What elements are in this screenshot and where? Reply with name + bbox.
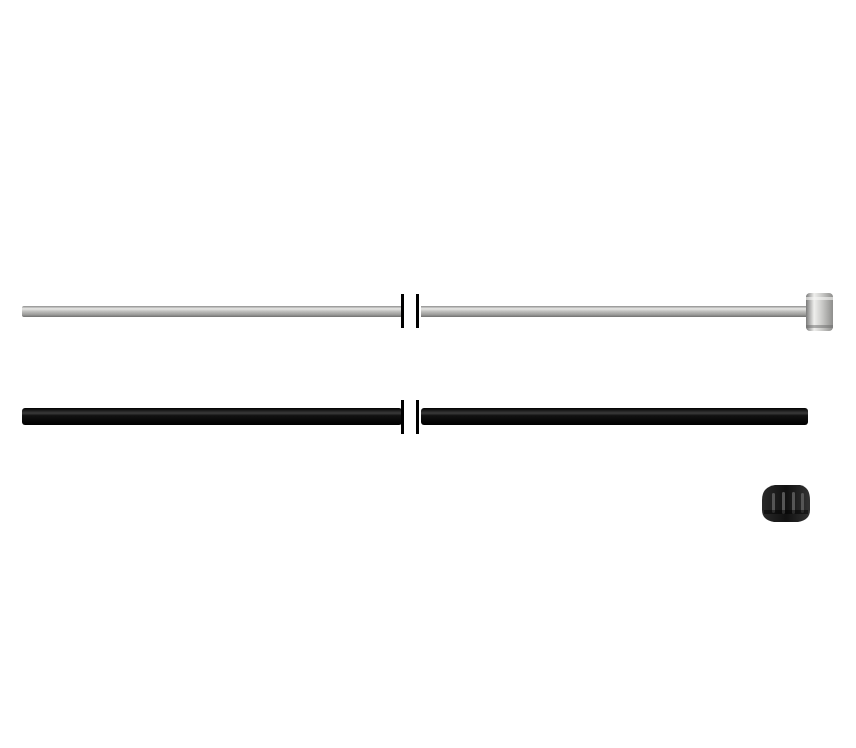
- stainless-steel-rod: [22, 293, 833, 331]
- black-knurled-cap: [762, 485, 810, 522]
- rod-head: [806, 293, 833, 331]
- rod-length-break: [401, 294, 419, 328]
- black-sheath-tube: [22, 408, 808, 425]
- tube-length-break: [401, 400, 419, 434]
